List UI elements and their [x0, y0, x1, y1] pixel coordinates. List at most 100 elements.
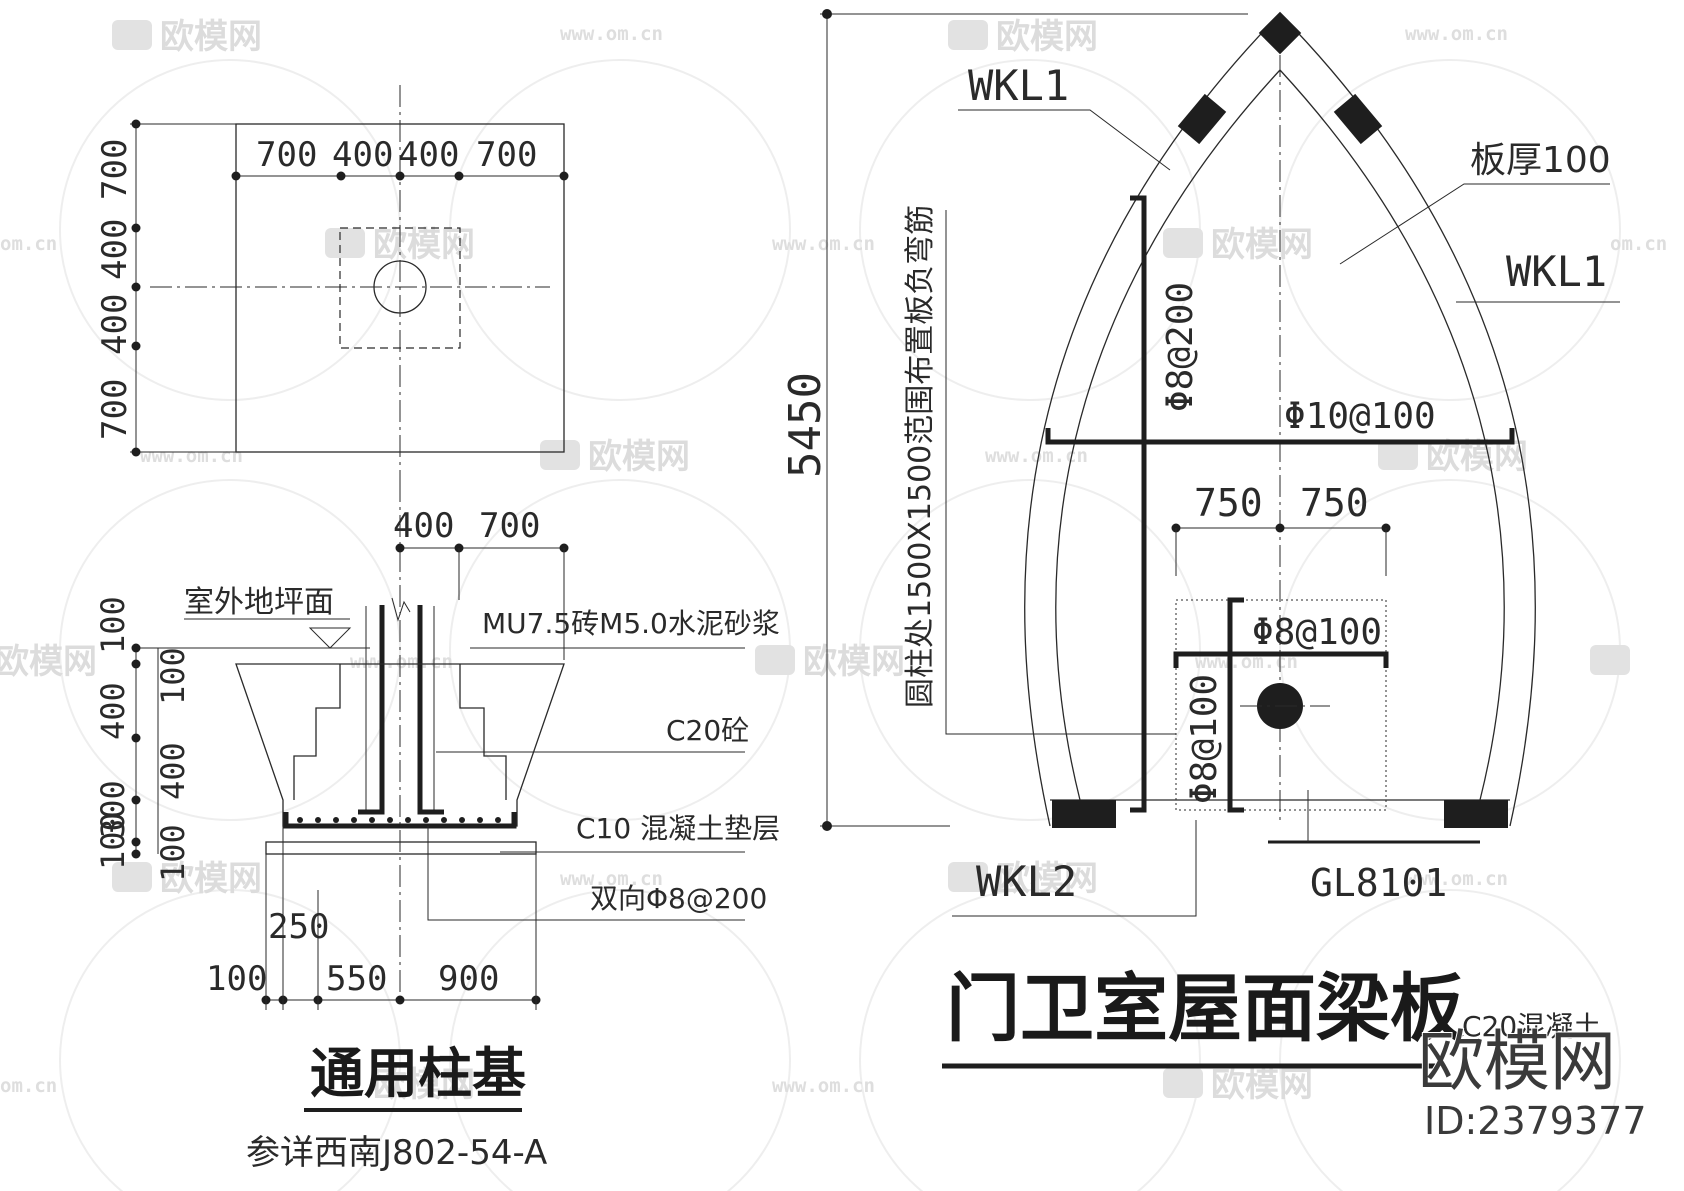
section-top-dim: 400	[393, 506, 454, 546]
section-left-dim: 100	[94, 812, 132, 870]
watermark-logo: 欧模网	[373, 1065, 475, 1105]
watermark-url: om.cn	[0, 233, 57, 255]
beam-label-wkl1: WKL1	[968, 61, 1069, 110]
rebar-vertical	[1130, 195, 1147, 813]
corner-watermark-logo: 欧模网	[1418, 1023, 1616, 1100]
column-break-mark	[391, 597, 411, 622]
foundation-brick-step	[459, 664, 507, 800]
beam-label-wkl2: WKL2	[976, 857, 1077, 906]
watermark-url: www.om.cn	[772, 233, 875, 255]
section-left-dim: 400	[94, 682, 132, 740]
watermark-url: www.om.cn	[560, 868, 663, 890]
plan-left-dim-ticks	[131, 119, 141, 457]
rebar-vertical-label: Φ8@200	[1160, 282, 1201, 412]
ground-level-marker	[308, 627, 352, 649]
watermark-logo: 欧模网	[0, 642, 97, 682]
watermark-logo: 欧模网	[588, 437, 690, 477]
column-rebar	[358, 605, 385, 815]
rebar-local-v-label: Φ8@100	[1184, 674, 1225, 804]
watermark-url: www.om.cn	[1405, 868, 1508, 890]
leader-rebar	[427, 826, 745, 921]
negative-rebar-note: 圆柱处1500X1500范围布置板负弯筋	[903, 205, 938, 708]
watermark-logo: 欧模网	[160, 17, 262, 57]
section-top-dim-tick	[395, 543, 405, 553]
foundation-section: 400 700 室外地坪面 MU7.5砖M5.0水泥砂浆 C20砼 C10 混凝…	[94, 480, 780, 1173]
plan-top-dim-ticks	[231, 171, 569, 181]
note-rebar: 双向Φ8@200	[590, 882, 767, 915]
corner-watermark: 欧模网 ID:2379377	[1417, 1022, 1647, 1143]
section-left-dim-inner: 100	[154, 824, 192, 882]
column-zone-boundary	[1175, 599, 1387, 811]
arch-side-block	[1177, 93, 1227, 145]
note-concrete: C20砼	[666, 714, 749, 747]
foundation-title: 通用柱基	[310, 1041, 526, 1105]
dims-750-tick	[1275, 523, 1285, 533]
watermark-url: www.om.cn	[140, 445, 243, 467]
section-left-dim-inner: 100	[154, 647, 192, 705]
ground-level-label: 室外地坪面	[184, 585, 334, 620]
beam-label-wkl1-right: WKL1	[1506, 247, 1607, 296]
section-left-dim: 100	[94, 596, 132, 654]
note-cushion: C10 混凝土垫层	[576, 812, 780, 845]
watermark-url: www.om.cn	[985, 445, 1088, 467]
beam-leader-wkl2	[952, 820, 1197, 917]
roof-title: 门卫室屋面梁板	[946, 966, 1464, 1052]
roof-slab-plan: 5450 WKL1 板厚100 WKL1 圆柱处1500X1500范围布置板负弯…	[780, 9, 1620, 1069]
cushion-layer	[265, 841, 537, 855]
beam-label-gl8101: GL8101	[1310, 861, 1447, 905]
height-dim-tick	[822, 9, 832, 19]
watermark-logo: 欧模网	[373, 225, 475, 265]
corner-watermark-id: ID:2379377	[1424, 1099, 1647, 1143]
watermark-logo: 欧模网	[1211, 1065, 1313, 1105]
foundation-plan: 700 400 400 700 700 400 400 700	[95, 85, 569, 480]
plan-left-dim: 700	[95, 139, 135, 200]
plan-left-dim: 400	[95, 294, 135, 355]
column-rebar	[417, 605, 444, 815]
foundation-outline	[235, 663, 565, 827]
watermark-logo: 欧模网	[1211, 225, 1313, 265]
watermark-url: www.om.cn	[560, 23, 663, 45]
watermark-logo-icon	[112, 20, 1630, 1098]
foundation-reference: 参详西南J802-54-A	[246, 1133, 547, 1173]
rebar-local-h-label: Φ8@100	[1252, 612, 1382, 653]
section-bottom-dim: 100	[206, 959, 267, 999]
watermark-logo: 欧模网	[160, 859, 262, 899]
slab-thickness-leader	[1339, 183, 1610, 265]
watermark-logo: 欧模网	[996, 859, 1098, 899]
arch-base-block	[1052, 800, 1116, 828]
plan-top-dim: 700	[256, 135, 317, 175]
plan-left-dim: 400	[95, 219, 135, 280]
plan-top-dim: 700	[476, 135, 537, 175]
watermark-url: om.cn	[0, 1075, 57, 1097]
rebar-local-h	[1173, 651, 1389, 668]
rebar-horizontal	[1045, 428, 1515, 445]
section-left-dim-inner: 400	[154, 742, 192, 800]
section-bottom-dim-upper: 250	[268, 907, 329, 947]
watermark-url: www.om.cn	[350, 651, 453, 673]
watermark-layer: 欧模网 欧模网 欧模网 欧模网 欧模网 欧模网 欧模网 欧模网 欧模网 欧模网 …	[0, 17, 1667, 1191]
footing-rebar	[283, 812, 517, 829]
watermark-logo: 欧模网	[996, 17, 1098, 57]
arch-side-block	[1333, 93, 1383, 145]
section-left-dim-ticks	[131, 643, 141, 859]
watermark-url: om.cn	[1610, 233, 1667, 255]
watermark-logo: 欧模网	[803, 642, 905, 682]
plan-top-dim: 400	[398, 135, 459, 175]
footing-rebar-dots	[297, 817, 501, 823]
negative-rebar-leader	[945, 210, 1176, 735]
height-dim: 5450	[780, 372, 831, 478]
height-dim-tick	[822, 821, 832, 831]
section-bottom-dim: 900	[438, 959, 499, 999]
beam-leader-wkl1	[958, 109, 1171, 171]
rebar-horizontal-label: Φ10@100	[1284, 396, 1436, 437]
trailing-note: C20混凝土	[1462, 1010, 1601, 1043]
section-top-dim: 700	[479, 506, 540, 546]
dim-750: 750	[1194, 481, 1263, 525]
rebar-local-v	[1227, 597, 1244, 813]
plan-left-dim: 700	[95, 379, 135, 440]
foundation-brick-step	[293, 664, 341, 800]
section-left-dim: 300	[94, 780, 132, 838]
arch-apex-block	[1258, 11, 1302, 55]
watermark-rings	[59, 59, 1621, 1191]
